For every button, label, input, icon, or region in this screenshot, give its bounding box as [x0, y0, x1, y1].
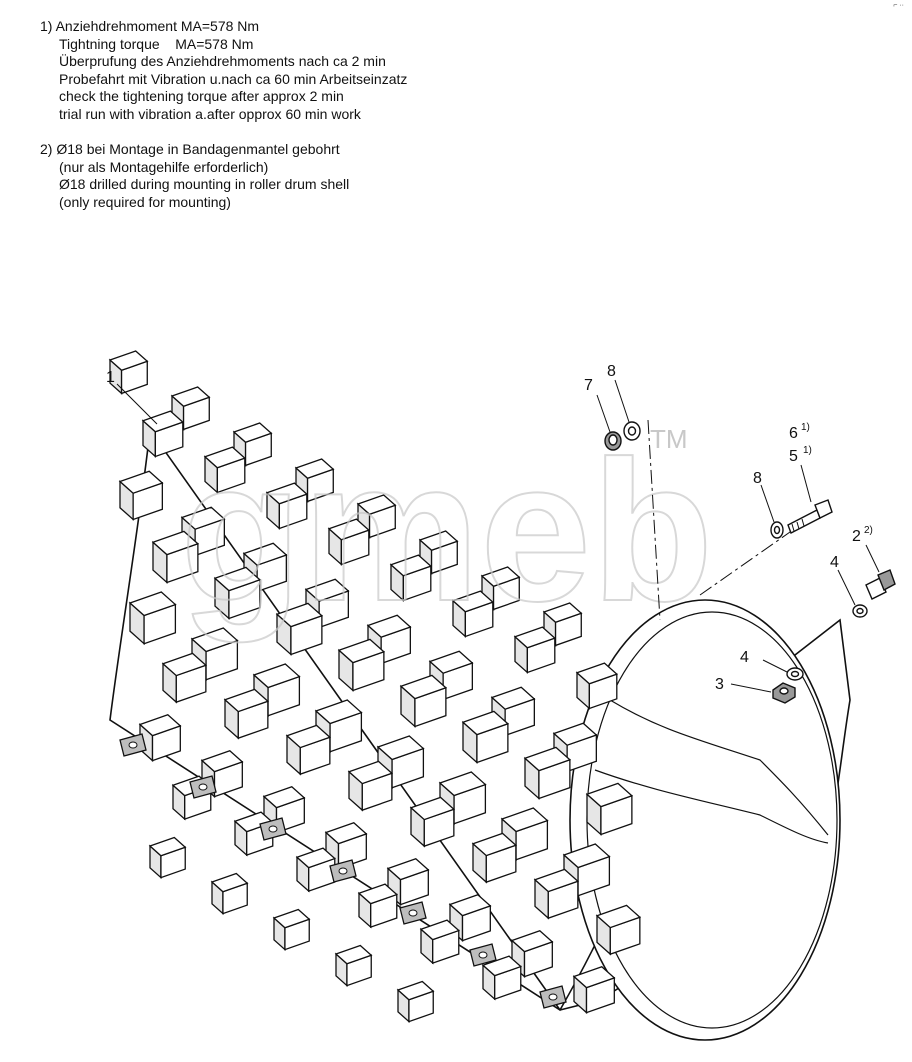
note-1-line: Überprufung des Anziehdrehmoments nach c… — [59, 53, 386, 69]
pad-foot-lug — [128, 591, 177, 646]
callout-4-upper: 4 — [830, 554, 839, 571]
leader-lines — [116, 379, 880, 693]
pad-foot-lug — [575, 662, 619, 710]
pad-foot-lug — [399, 674, 448, 728]
pad-foot-lug — [337, 638, 386, 692]
pad-foot-lug — [471, 832, 518, 884]
note-2: 2) Ø18 bei Montage in Bandagenmantel geb… — [40, 141, 407, 211]
mounting-ear — [539, 985, 567, 1009]
pad-foot-lug — [108, 350, 149, 395]
callout-6-sup: 1) — [801, 422, 810, 433]
pad-foot-lug — [223, 688, 270, 740]
pad-foot-lug — [347, 760, 394, 812]
note-1-line: Probefahrt mit Vibration u.nach ca 60 mi… — [59, 70, 408, 87]
mounting-ear — [189, 775, 217, 799]
pad-foot-lug — [585, 782, 634, 836]
pad-foot-lug — [151, 530, 200, 584]
axis-line — [647, 419, 661, 621]
pad-foot-lugs — [108, 350, 642, 1024]
watermark-tm: TM — [650, 424, 688, 454]
pad-foot-lug — [572, 966, 616, 1015]
note-2-line: Ø18 drilled during mounting in roller dr… — [59, 176, 350, 192]
washer-4-lower — [786, 667, 804, 681]
pad-foot-lug — [210, 872, 249, 916]
pad-foot-lug — [118, 470, 164, 521]
drum-seam-upper — [609, 699, 829, 836]
bolt-axis-line — [699, 524, 801, 596]
pad-foot-lug — [461, 710, 510, 764]
pad-foot-lug — [285, 724, 332, 776]
callout-8-right: 8 — [753, 470, 762, 487]
callout-4-lower: 4 — [740, 649, 749, 666]
pad-foot-lug — [272, 908, 311, 952]
pad-foot-lug — [542, 602, 583, 647]
watermark: gmeb TM — [179, 419, 714, 644]
pad-foot-lug — [141, 410, 185, 458]
note-2-line: (only required for mounting) — [59, 193, 231, 210]
pad-foot-lug — [304, 578, 350, 629]
note-1-line: check the tightening torque after approx… — [59, 88, 344, 104]
pad-foot-lug — [357, 883, 399, 929]
mounting-ear — [329, 859, 357, 883]
pad-foot-lug — [481, 955, 523, 1001]
watermark-text: gmeb — [180, 420, 713, 643]
callout-8-top: 8 — [607, 363, 616, 380]
pad-foot-lug — [595, 904, 642, 956]
pad-foot-lug — [295, 847, 337, 893]
pad-foot-lug — [523, 746, 572, 800]
washer-4-upper — [852, 604, 868, 618]
pad-foot-lug — [386, 858, 430, 907]
callout-7: 7 — [584, 377, 593, 394]
pad-foot-lug — [161, 652, 208, 704]
note-1-line: trial run with vibration a.after opprox … — [59, 105, 361, 122]
mounting-ear — [119, 733, 147, 757]
pad-foot-lug — [148, 836, 187, 880]
callout-1: 1 — [106, 369, 115, 386]
screw-2 — [865, 569, 896, 600]
pad-foot-lug — [409, 796, 456, 848]
pad-foot-lug — [419, 919, 461, 965]
pad-foot-lug — [396, 980, 435, 1024]
callout-labels: 1 7 8 6 1) 5 1) 8 2 2) 4 4 3 — [106, 363, 873, 693]
washer-8-right — [770, 521, 784, 539]
note-1: 1) Anziehdrehmoment MA=578 Nm Tightning … — [40, 18, 407, 123]
pad-foot-lug — [327, 518, 371, 566]
callout-3: 3 — [715, 676, 724, 693]
callout-5: 5 — [789, 448, 798, 465]
pad-foot-lug — [389, 554, 433, 602]
mounting-ear — [259, 817, 287, 841]
pad-foot-lug — [213, 566, 262, 620]
callout-5-sup: 1) — [803, 445, 812, 456]
pad-foot-lug — [334, 944, 373, 988]
note-1-line: Tightning torque MA=578 Nm — [59, 35, 254, 52]
washer-8-top — [623, 421, 641, 441]
assembly-notes: 1) Anziehdrehmoment MA=578 Nm Tightning … — [40, 18, 407, 211]
pad-foot-lug — [275, 602, 324, 656]
note-2-line: 2) Ø18 bei Montage in Bandagenmantel geb… — [40, 141, 340, 157]
pad-foot-lug — [265, 482, 309, 530]
corner-mark: ⌐ ·· — [893, 2, 904, 9]
callout-6: 6 — [789, 425, 798, 442]
note-2-line: (nur als Montagehilfe erforderlich) — [59, 158, 269, 175]
pad-foot-lug — [138, 714, 182, 763]
nut-7 — [604, 431, 622, 451]
pad-foot-lug — [428, 650, 474, 701]
pad-foot-lug — [451, 590, 495, 638]
note-1-line: 1) Anziehdrehmoment MA=578 Nm — [40, 18, 260, 34]
pad-foot-lug — [203, 446, 247, 494]
pad-foot-lug — [513, 626, 557, 674]
mounting-ear — [399, 901, 427, 925]
drum-seam-lower — [594, 769, 829, 844]
nut-3 — [772, 682, 796, 704]
pad-foot-lug — [533, 868, 580, 920]
callout-2-sup: 2) — [864, 525, 873, 536]
mounting-ear — [469, 943, 497, 967]
bolt-5 — [787, 499, 833, 534]
callout-2: 2 — [852, 528, 861, 545]
